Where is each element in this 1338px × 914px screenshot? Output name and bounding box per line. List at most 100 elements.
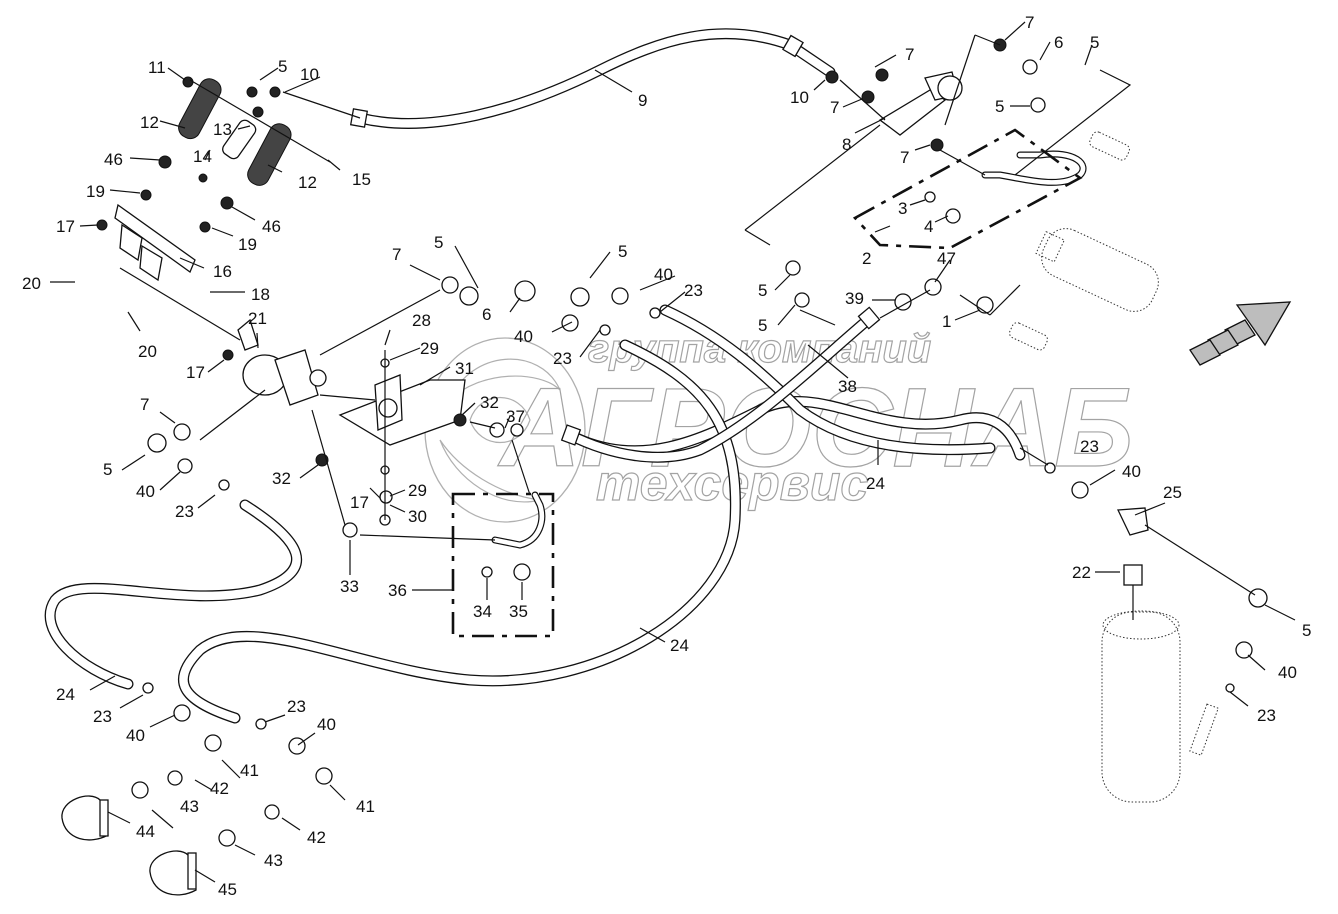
callout-17: 17 [350,493,369,512]
callout-23: 23 [1080,437,1099,456]
callout-30: 30 [408,507,427,526]
callout-20: 20 [22,274,41,293]
callout-5: 5 [434,233,443,252]
callout-5: 5 [995,97,1004,116]
callout-23: 23 [1257,706,1276,725]
callout-7: 7 [900,148,909,167]
parts [61,38,1268,896]
callout-29: 29 [408,481,427,500]
callout-17: 17 [186,363,205,382]
callout-3: 3 [898,199,907,218]
callout-40: 40 [136,482,155,501]
callout-8: 8 [842,135,851,154]
callout-47: 47 [937,249,956,268]
callout-21: 21 [248,309,267,328]
callout-24: 24 [56,685,75,704]
callout-7: 7 [830,98,839,117]
coupling-head-44-icon [61,795,109,841]
hose-24-main [44,339,1026,724]
callout-23: 23 [287,697,306,716]
bracket-31-icon [338,374,466,446]
callout-labels: 11 5 10 12 13 14 46 12 15 19 46 17 19 16… [22,13,1311,899]
callout-42: 42 [307,828,326,847]
callout-28: 28 [412,311,431,330]
callout-11: 11 [148,58,166,77]
callout-1: 1 [942,312,951,331]
callout-31: 31 [455,359,474,378]
watermark-line2: АГРОСНАБ [497,365,1133,490]
callout-44: 44 [136,822,155,841]
callout-12: 12 [140,113,159,132]
callout-46: 46 [262,217,281,236]
callout-5: 5 [758,316,767,335]
hose-38 [560,304,996,463]
callout-5: 5 [1302,621,1311,640]
callout-42: 42 [210,779,229,798]
callout-23: 23 [175,502,194,521]
coupling-head-45-icon [149,850,197,896]
callout-6: 6 [482,305,491,324]
callout-37: 37 [506,407,525,426]
tube-2 [491,150,1087,549]
callout-16: 16 [213,262,232,281]
callout-12: 12 [298,173,317,192]
callout-7: 7 [392,245,401,264]
callout-5: 5 [103,460,112,479]
fastener-nuts [96,38,1268,847]
callout-20: 20 [138,342,157,361]
brake-valve-21-icon [237,318,327,406]
callout-13: 13 [213,120,232,139]
watermark: группа компаний АГРОСНАБ техсервис [424,326,1134,523]
callout-41: 41 [356,797,375,816]
leader-lines [50,21,1296,883]
callout-43: 43 [264,851,283,870]
callout-39: 39 [845,289,864,308]
callout-29: 29 [420,339,439,358]
callout-7: 7 [905,45,914,64]
callout-41: 41 [240,761,259,780]
ghost-parts [1009,131,1219,803]
callout-7: 7 [1025,13,1034,32]
callout-18: 18 [251,285,270,304]
callout-2: 2 [862,249,871,268]
kit-box-2 [852,128,1083,250]
callout-40: 40 [126,726,145,745]
callout-33: 33 [340,577,359,596]
callout-5: 5 [1090,33,1099,52]
callout-17: 17 [56,217,75,236]
bracket-16-icon [114,203,196,282]
spring-12-icon [247,123,292,186]
callout-7: 7 [140,395,149,414]
callout-32: 32 [480,393,499,412]
callout-40: 40 [654,265,673,284]
callout-6: 6 [1054,33,1063,52]
callout-22: 22 [1072,563,1091,582]
callout-23: 23 [684,281,703,300]
callout-19: 19 [238,235,257,254]
callout-5: 5 [758,281,767,300]
direction-arrow-icon [1189,301,1292,366]
callout-14: 14 [193,147,212,166]
callout-10: 10 [790,88,809,107]
callout-40: 40 [1278,663,1297,682]
callout-40: 40 [1122,462,1141,481]
callout-45: 45 [218,880,237,899]
callout-32: 32 [272,469,291,488]
kit-box-36 [451,492,555,638]
callout-24: 24 [866,474,885,493]
valve-8-icon [878,71,963,136]
callout-23: 23 [93,707,112,726]
callout-15: 15 [352,170,371,189]
callout-38: 38 [838,377,857,396]
callout-5: 5 [278,57,287,76]
callout-5: 5 [618,242,627,261]
callout-46: 46 [104,150,123,169]
callout-40: 40 [317,715,336,734]
callout-10: 10 [300,65,319,84]
callout-4: 4 [924,217,933,236]
callout-36: 36 [388,581,407,600]
callout-25: 25 [1163,483,1182,502]
spring-12-icon [178,78,222,140]
callout-19: 19 [86,182,105,201]
callout-34: 34 [473,602,492,621]
